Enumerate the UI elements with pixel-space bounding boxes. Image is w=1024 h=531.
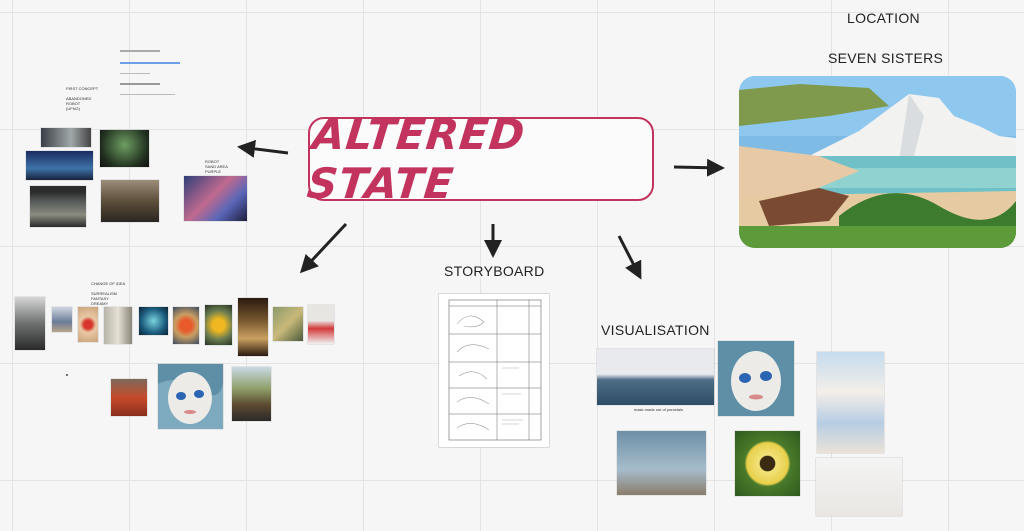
- stray-dot: [66, 374, 68, 376]
- reference-image[interactable]: [78, 307, 98, 342]
- reference-image[interactable]: [173, 307, 199, 344]
- board-title-box[interactable]: ALTERED STATE: [305, 110, 654, 208]
- concept-image[interactable]: [101, 180, 159, 222]
- visualisation-heading: VISUALISATION: [601, 322, 710, 338]
- concept-image[interactable]: [30, 186, 86, 227]
- arrow-icon: [299, 222, 348, 274]
- reference-image[interactable]: [273, 307, 303, 341]
- web-link-note: [120, 45, 180, 100]
- sunflower-image[interactable]: [735, 431, 800, 496]
- mannequin-image[interactable]: [816, 458, 902, 516]
- arrow-icon: [237, 139, 289, 158]
- reference-image[interactable]: [52, 307, 72, 332]
- first-concept-note: FIRST CONCEPT ABANDONED ROBOT (UFNG): [66, 86, 99, 111]
- reference-image[interactable]: [232, 367, 271, 421]
- reference-image[interactable]: [104, 307, 132, 344]
- visualisation-caption: mask made out of porcelain: [634, 407, 684, 412]
- mask-image[interactable]: [718, 341, 794, 416]
- location-photo[interactable]: [739, 76, 1016, 248]
- board-title: ALTERED STATE: [304, 110, 528, 208]
- arrow-icon: [673, 158, 725, 177]
- arrow-icon: [617, 235, 642, 280]
- location-name: SEVEN SISTERS: [828, 50, 944, 66]
- storyboard-sheet[interactable]: [439, 294, 549, 447]
- concept-image[interactable]: [26, 151, 93, 180]
- reference-image[interactable]: [205, 305, 232, 345]
- reference-image[interactable]: [139, 307, 168, 335]
- visualisation-image[interactable]: [597, 349, 714, 405]
- reference-image[interactable]: [308, 305, 334, 344]
- reference-image[interactable]: [111, 379, 147, 416]
- reference-image[interactable]: [238, 298, 268, 356]
- location-heading: LOCATION: [847, 10, 920, 26]
- mask-image[interactable]: [158, 364, 223, 429]
- change-of-idea-note: CHANGE OF IDEA SURREALISM FANTASY DREAMY: [91, 281, 126, 306]
- seagull-image[interactable]: [617, 431, 706, 495]
- concept-image[interactable]: [184, 176, 247, 221]
- concept-image[interactable]: [41, 128, 91, 147]
- clouds-image[interactable]: [817, 352, 884, 453]
- robot-note: ROBOT SAND AREA PURPLE: [205, 159, 228, 174]
- storyboard-heading: STORYBOARD: [444, 263, 545, 279]
- reference-image[interactable]: [15, 297, 45, 350]
- concept-image[interactable]: [100, 130, 149, 167]
